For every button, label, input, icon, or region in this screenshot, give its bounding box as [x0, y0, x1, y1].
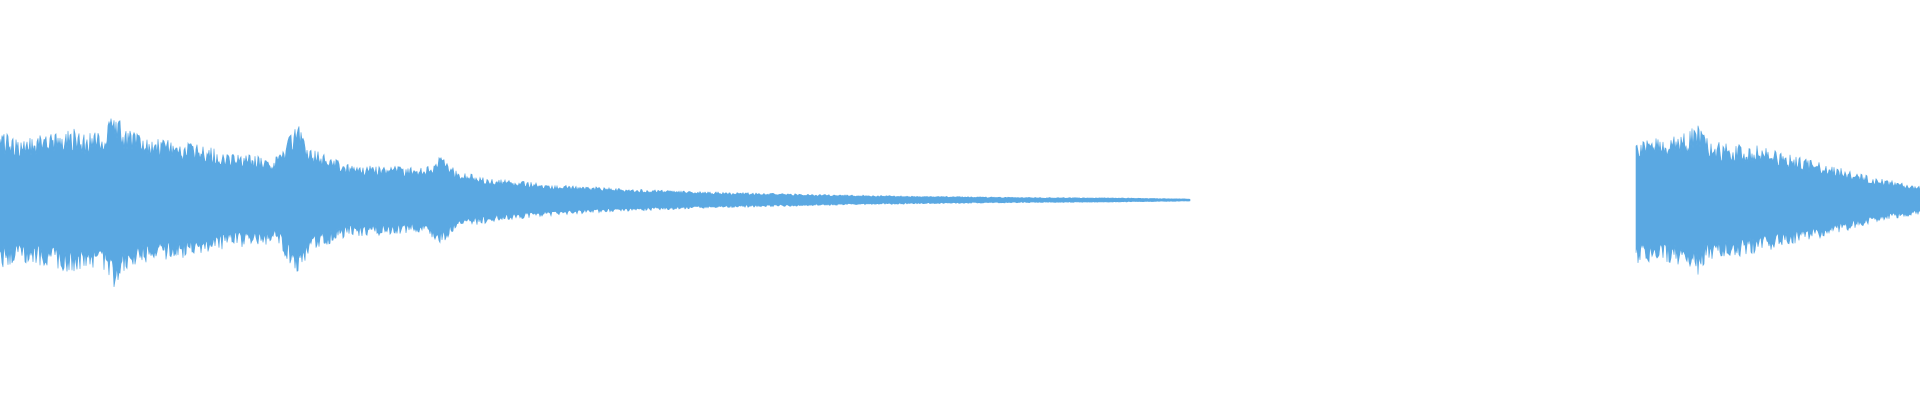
- waveform-layer: [0, 118, 1920, 288]
- waveform-clip-2: [1635, 125, 1920, 275]
- waveform-clip-1: [0, 118, 1191, 288]
